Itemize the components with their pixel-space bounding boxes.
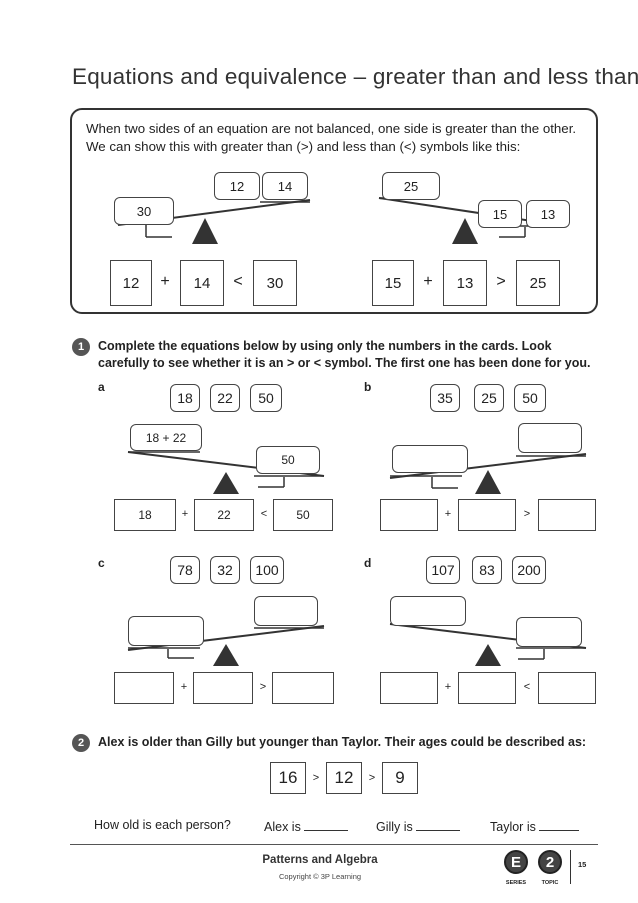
age-box-2: 12 <box>326 762 362 794</box>
part-c-card-1: 78 <box>170 556 200 584</box>
part-c-eq-a[interactable] <box>114 672 174 704</box>
part-a-left-pan: 18 + 22 <box>130 424 202 451</box>
part-d-right-pan[interactable] <box>516 617 582 647</box>
part-c-card-2: 32 <box>210 556 240 584</box>
part-c-scale <box>127 625 325 666</box>
question-1-text: Complete the equations below by using on… <box>98 339 591 370</box>
part-a-eq-rel: < <box>260 508 268 520</box>
question-2-text: Alex is older than Gilly but younger tha… <box>98 735 587 749</box>
part-c-eq-op: + <box>180 681 188 693</box>
part-d-letter: d <box>364 556 372 570</box>
q2-question: How old is each person? <box>94 818 231 832</box>
intro-left-scale <box>117 199 311 244</box>
intro-left-eq-rel: < <box>233 273 243 290</box>
intro-text: When two sides of an equation are not ba… <box>86 121 577 154</box>
series-letter: E <box>510 853 521 871</box>
part-c-eq-b[interactable] <box>193 672 253 704</box>
part-a-card-3: 50 <box>250 384 282 412</box>
intro-right-right-pan-card-1: 15 <box>478 200 522 228</box>
part-d-eq-op: + <box>444 681 452 693</box>
footer-divider <box>570 850 571 884</box>
alex-label: Alex is <box>264 820 301 834</box>
taylor-blank[interactable] <box>539 818 580 831</box>
part-a-eq-op: + <box>181 508 189 520</box>
intro-box <box>70 108 598 314</box>
gilly-label: Gilly is <box>376 820 413 834</box>
footer-rule <box>70 844 598 845</box>
part-b-card-3: 50 <box>514 384 546 412</box>
part-a-letter: a <box>98 380 105 394</box>
part-b-eq-rel: > <box>523 508 531 520</box>
part-c-right-pan[interactable] <box>254 596 318 626</box>
intro-right-eq-rel: > <box>496 273 506 290</box>
part-c-eq-rel: > <box>259 681 267 693</box>
series-badge: E <box>504 850 528 874</box>
question-2-number: 2 <box>72 734 90 752</box>
intro-left-pan-card: 30 <box>114 197 174 225</box>
part-c-card-3: 100 <box>250 556 284 584</box>
part-b-right-pan[interactable] <box>518 423 582 453</box>
age-rel-1: > <box>312 772 320 784</box>
intro-right-eq-op: + <box>423 273 433 290</box>
age-box-3: 9 <box>382 762 418 794</box>
intro-left-eq-op: + <box>160 273 170 290</box>
part-d-eq-c[interactable] <box>538 672 596 704</box>
page-title: Equations and equivalence – greater than… <box>72 64 638 89</box>
part-b-letter: b <box>364 380 372 394</box>
intro-right-eq-c: 25 <box>516 260 560 306</box>
part-b-eq-c[interactable] <box>538 499 596 531</box>
intro-right-pan-card-2: 14 <box>262 172 308 200</box>
intro-right-left-pan-card: 25 <box>382 172 440 200</box>
topic-label: TOPIC <box>541 880 559 886</box>
part-a-eq-c: 50 <box>273 499 333 531</box>
intro-right-right-pan-card-2: 13 <box>526 200 570 228</box>
age-box-1: 16 <box>270 762 306 794</box>
part-d-eq-a[interactable] <box>380 672 438 704</box>
question-1-number: 1 <box>72 338 90 356</box>
part-a-right-pan: 50 <box>256 446 320 474</box>
q2-question-line: How old is each person? <box>94 818 231 832</box>
part-b-left-pan[interactable] <box>392 445 468 473</box>
part-d-eq-rel: < <box>523 681 531 693</box>
part-d-card-3: 200 <box>512 556 546 584</box>
part-b-scale <box>389 453 587 494</box>
part-b-eq-a[interactable] <box>380 499 438 531</box>
intro-right-eq-a: 15 <box>372 260 414 306</box>
part-c-eq-c[interactable] <box>272 672 334 704</box>
part-c-left-pan[interactable] <box>128 616 204 646</box>
alex-blank[interactable] <box>304 818 349 831</box>
age-rel-2: > <box>368 772 376 784</box>
part-d-left-pan[interactable] <box>390 596 466 626</box>
taylor-answer: Taylor is <box>490 818 580 834</box>
intro-right-pan-card-1: 12 <box>214 172 260 200</box>
part-a-eq-a: 18 <box>114 499 176 531</box>
part-a-card-2: 22 <box>210 384 240 412</box>
intro-left-eq-b: 14 <box>180 260 224 306</box>
part-d-card-1: 107 <box>426 556 460 584</box>
topic-badge: 2 <box>538 850 562 874</box>
footer-heading: Patterns and Algebra <box>262 854 378 866</box>
part-b-eq-b[interactable] <box>458 499 516 531</box>
part-d-card-2: 83 <box>472 556 502 584</box>
alex-answer: Alex is <box>264 818 349 834</box>
page-number: 15 <box>578 860 587 869</box>
part-d-eq-b[interactable] <box>458 672 516 704</box>
series-label: SERIES <box>505 880 527 886</box>
part-b-card-1: 35 <box>430 384 460 412</box>
intro-left-eq-c: 30 <box>253 260 297 306</box>
part-a-card-1: 18 <box>170 384 200 412</box>
footer-copyright: Copyright © 3P Learning <box>278 872 362 881</box>
part-a-eq-b: 22 <box>194 499 254 531</box>
topic-number: 2 <box>545 853 555 871</box>
gilly-answer: Gilly is <box>376 818 461 834</box>
intro-left-eq-a: 12 <box>110 260 152 306</box>
intro-right-eq-b: 13 <box>443 260 487 306</box>
part-c-letter: c <box>98 556 105 570</box>
taylor-label: Taylor is <box>490 820 536 834</box>
gilly-blank[interactable] <box>416 818 461 831</box>
part-b-card-2: 25 <box>474 384 504 412</box>
part-b-eq-op: + <box>444 508 452 520</box>
